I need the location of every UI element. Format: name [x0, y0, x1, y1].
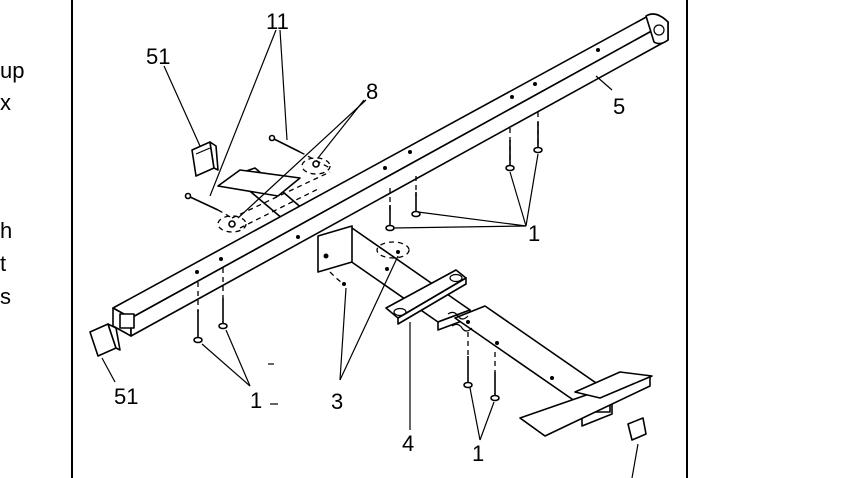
margin-text-line-1: up [0, 58, 25, 83]
callout-part-5: 5 [613, 94, 625, 119]
pins-part-11 [184, 134, 331, 219]
callout-part-8: 8 [366, 79, 378, 104]
end-cap-top [191, 141, 219, 177]
main-rail [112, 13, 669, 337]
frame-left-border [71, 0, 73, 478]
margin-text-line-3: h [0, 218, 13, 243]
small-bolts-part-3 [329, 241, 410, 286]
callout-part-11: 11 [266, 9, 289, 34]
callout-part-51-bottom: 51 [114, 384, 138, 409]
margin-text-line-4: t [0, 251, 7, 276]
callout-part-1-right: 1 [528, 221, 540, 246]
callout-part-4: 4 [402, 431, 414, 456]
bolts-bottom-right [463, 332, 500, 402]
callout-part-51-top: 51 [146, 44, 170, 69]
end-cap-right [627, 417, 647, 441]
margin-text-line-5: s [0, 284, 11, 309]
margin-text-line-2: x [0, 90, 11, 115]
leader-lines [101, 29, 639, 478]
scan-marks [268, 363, 278, 405]
callout-part-3: 3 [331, 389, 343, 414]
callout-part-1-bottom-right: 1 [472, 441, 484, 466]
joint-bracket [317, 225, 353, 273]
callout-part-1-bottom-left: 1 [250, 388, 262, 413]
nuts-part-8 [217, 157, 331, 233]
foot-plate-front [519, 371, 653, 437]
end-cap-bottom [89, 323, 121, 357]
bolts-right [385, 112, 543, 232]
frame-right-border [686, 0, 688, 478]
bracket-plate [385, 269, 467, 325]
bolts-bottom-left [193, 268, 228, 344]
